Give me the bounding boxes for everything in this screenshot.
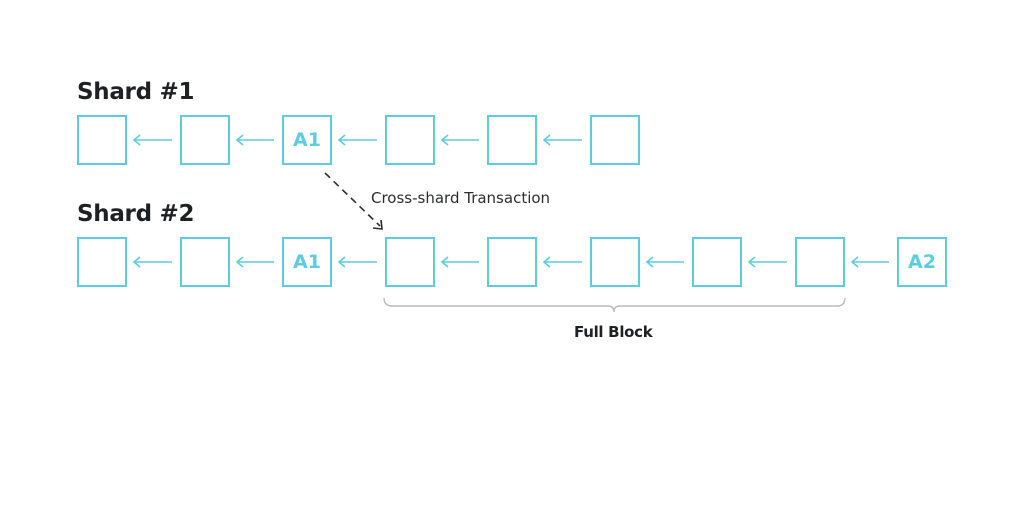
shard-2-block-7 bbox=[692, 237, 742, 287]
chain-arrow bbox=[850, 256, 889, 268]
chain-arrow bbox=[337, 256, 377, 268]
chain-arrow bbox=[132, 134, 172, 146]
chain-arrow bbox=[645, 256, 684, 268]
shard-1-title: Shard #1 bbox=[77, 79, 195, 105]
cross-shard-transaction-label: Cross-shard Transaction bbox=[371, 189, 551, 207]
chain-arrow bbox=[747, 256, 787, 268]
shard-2-block-2 bbox=[180, 237, 230, 287]
chain-arrow bbox=[542, 134, 582, 146]
shard-1-block-4 bbox=[385, 115, 435, 165]
cross-shard-arrow bbox=[324, 172, 383, 230]
chain-arrows bbox=[132, 134, 889, 268]
shard-1-block-3: A1 bbox=[282, 115, 332, 165]
shard-2-block-4 bbox=[385, 237, 435, 287]
shard-2-title: Shard #2 bbox=[77, 201, 195, 227]
shard-1-block-5 bbox=[487, 115, 537, 165]
chain-arrow bbox=[440, 256, 479, 268]
full-block-label: Full Block bbox=[574, 323, 653, 341]
chain-arrow bbox=[132, 256, 172, 268]
full-block-brace bbox=[383, 297, 846, 313]
shard-2-block-6 bbox=[590, 237, 640, 287]
shard-1-block-1 bbox=[77, 115, 127, 165]
shard-2-block-5 bbox=[487, 237, 537, 287]
shard-2-block-1 bbox=[77, 237, 127, 287]
chain-arrow bbox=[235, 256, 274, 268]
chain-arrow bbox=[235, 134, 274, 146]
shard-2-block-9: A2 bbox=[897, 237, 947, 287]
shard-2-block-3: A1 bbox=[282, 237, 332, 287]
chain-arrow bbox=[440, 134, 479, 146]
chain-arrow bbox=[542, 256, 582, 268]
shard-1-block-2 bbox=[180, 115, 230, 165]
chain-arrow bbox=[337, 134, 377, 146]
shard-1-block-6 bbox=[590, 115, 640, 165]
shard-2-block-8 bbox=[795, 237, 845, 287]
